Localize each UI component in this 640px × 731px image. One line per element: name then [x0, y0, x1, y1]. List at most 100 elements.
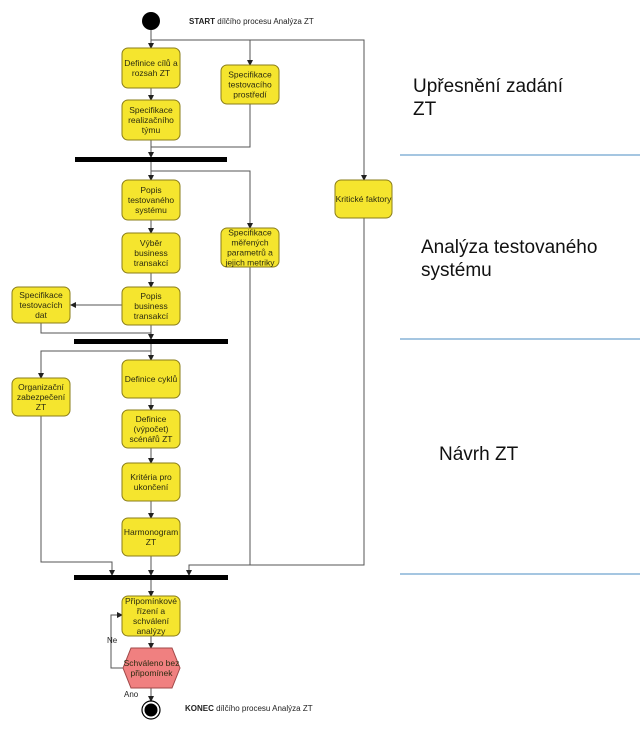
start-node: [142, 12, 160, 30]
node-label-line: řízení a: [137, 606, 166, 616]
lane-label-line: Upřesnění zadání: [413, 76, 563, 97]
node-label-line: Popis: [140, 291, 161, 301]
activity-shape: [121, 409, 181, 449]
activity-shape: [11, 377, 71, 417]
lane-label-navrh: Návrh ZT: [439, 443, 518, 466]
activity-shape: [121, 595, 181, 637]
activity-shape: [121, 462, 181, 502]
node-label-line: analýzy: [137, 626, 167, 636]
activity-shape: [334, 179, 393, 219]
edge-prostredi-to-bar1: [151, 104, 251, 148]
node-label-line: parametrů a: [227, 248, 273, 258]
lane-label-line: Návrh ZT: [439, 444, 519, 465]
join-bar-2: [74, 339, 228, 344]
edge-start-to-kriticke: [151, 39, 367, 181]
node-label-line: ukončení: [134, 482, 169, 492]
node-label-line: Specifikace: [129, 105, 173, 115]
node-label-line: zabezpečení: [17, 392, 66, 402]
node-label-line: business: [134, 248, 168, 258]
edge-schvaleno-ne: [110, 612, 123, 669]
sync-bars: [74, 157, 228, 580]
node-label-line: Definice cyklů: [125, 374, 178, 384]
node-label-line: realizačního: [128, 115, 174, 125]
start-caption-text: dílčího procesu Analýza ZT: [215, 17, 314, 26]
node-label-line: Popis: [140, 185, 161, 195]
edge-data-to-bar2: [40, 323, 151, 334]
edge-bar1-to-parametry: [151, 170, 253, 229]
node-label-line: Specifikace: [228, 70, 272, 80]
activity-shape: [121, 179, 181, 221]
activity-shape: [220, 64, 280, 105]
edges: [38, 30, 367, 702]
end-caption-text: dílčího procesu Analýza ZT: [214, 704, 313, 713]
node-label-line: Schváleno bez: [124, 658, 180, 668]
node-label-line: testovacích: [20, 300, 63, 310]
edge-label-no: Ne: [107, 636, 118, 645]
activity-shape: [121, 286, 181, 326]
node-label-line: testovaného: [128, 195, 175, 205]
lane-label-line: Analýza testovaného: [421, 237, 598, 258]
node-label-line: Organizační: [18, 382, 64, 392]
activity-shape: [121, 359, 181, 399]
node-label-line: měřených: [231, 238, 269, 248]
lane-label-line: ZT: [413, 99, 437, 120]
fork-bar-1: [75, 157, 227, 162]
node-label-line: Kritické faktory: [336, 194, 392, 204]
edge-parametry-to-bar3: [186, 267, 251, 576]
start-caption: START dílčího procesu Analýza ZT: [189, 17, 314, 26]
node-label-line: schválení: [133, 616, 170, 626]
activity-shape: [121, 47, 181, 89]
node-label-line: Kritéria pro: [130, 472, 172, 482]
edge-kriticke-to-bar3: [250, 218, 365, 566]
node-definice-scenaru: Definice(výpočet)scénářů ZT: [121, 409, 181, 449]
end-node: [141, 700, 161, 720]
node-label-line: Výběr: [140, 238, 162, 248]
node-label-line: Připomínkové: [125, 596, 177, 606]
node-label-line: testovacího: [228, 80, 272, 90]
activity-shape: [121, 517, 181, 557]
node-kriticke-faktory: Kritické faktory: [334, 179, 393, 219]
join-bar-final: [74, 575, 228, 580]
node-label-line: Harmonogram: [124, 527, 178, 537]
node-definice-cyklu: Definice cyklů: [121, 359, 181, 399]
node-label-line: jejich metriky: [224, 258, 275, 268]
lane-label-analyza: Analýza testovaného systému: [421, 236, 597, 282]
node-label-line: Definice cílů a: [124, 58, 178, 68]
activity-shape: [11, 286, 71, 324]
activity-shape: [121, 99, 181, 141]
node-label-line: týmu: [142, 125, 161, 135]
activity-shape: [220, 227, 280, 268]
edge-label-yes: Ano: [124, 690, 139, 699]
lane-label-line: systému: [421, 260, 492, 281]
edge-organizacni-to-bar3: [40, 416, 115, 576]
node-label-line: připomínek: [130, 668, 173, 678]
start-caption-bold: START: [189, 17, 215, 26]
node-label-line: scénářů ZT: [130, 434, 173, 444]
node-label-line: dat: [35, 310, 47, 320]
node-label-line: rozsah ZT: [132, 68, 170, 78]
decision-shape: [122, 647, 181, 689]
end-caption: KONEC dílčího procesu Analýza ZT: [185, 704, 313, 713]
node-label-line: transakcí: [134, 311, 169, 321]
node-label-line: Definice: [136, 414, 167, 424]
node-label-line: systému: [135, 205, 167, 215]
lane-separators: [400, 154, 640, 575]
activity-shape: [121, 232, 181, 274]
node-label-line: prostředí: [233, 90, 267, 100]
node-label-line: business: [134, 301, 168, 311]
node-label-line: transakcí: [134, 258, 169, 268]
lane-label-upresneni: Upřesnění zadání ZT: [413, 75, 563, 121]
node-label-line: (výpočet): [134, 424, 169, 434]
node-label-line: Specifikace: [19, 290, 63, 300]
